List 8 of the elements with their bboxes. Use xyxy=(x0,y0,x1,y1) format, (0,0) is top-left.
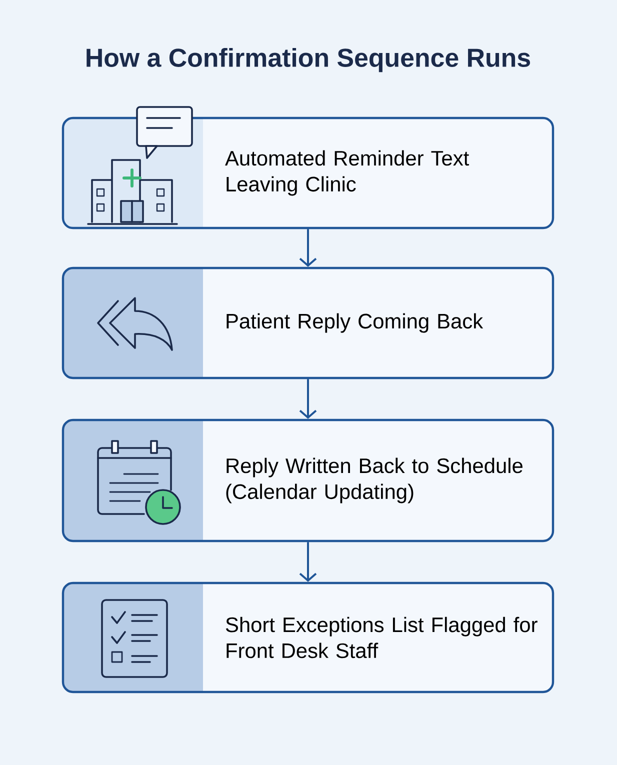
step-box: Automated Reminder Text Leaving Clinic xyxy=(62,116,554,230)
step-box: Patient Reply Coming Back xyxy=(62,266,554,380)
step-box: Reply Written Back to Schedule (Calendar Updating) xyxy=(62,418,554,542)
arrow xyxy=(299,542,317,582)
arrow xyxy=(299,379,317,419)
title: How a Confirmation Sequence Runs xyxy=(86,48,530,72)
arrow xyxy=(299,229,317,267)
step-box: Short Exceptions List Flagged for Front Desk Staff xyxy=(62,582,554,694)
